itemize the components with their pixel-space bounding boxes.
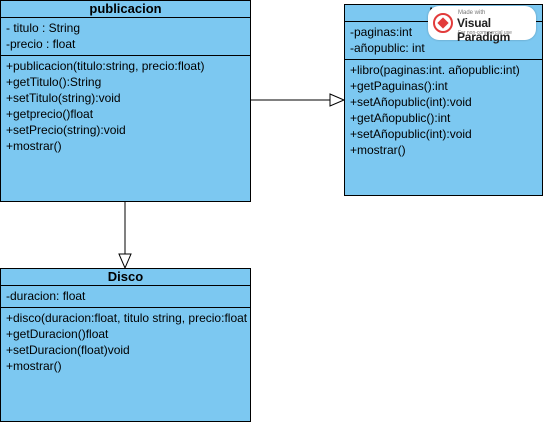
watermark-made-with: Made with	[458, 10, 486, 16]
method-row: +mostrar()	[6, 359, 62, 373]
method-row: +libro(paginas:int. añopublic:int)	[350, 63, 520, 77]
inheritance-arrowhead-disco	[118, 253, 132, 270]
watermark-brand: Visual Paradigm	[457, 16, 511, 44]
method-row: +mostrar()	[6, 139, 62, 153]
methods-section: +libro(paginas:int. añopublic:int) +getP…	[345, 60, 542, 161]
attributes-section: - titulo : String -precio : float	[1, 18, 250, 56]
attribute-row: -precio : float	[6, 37, 76, 51]
attribute-row: -añopublic: int	[350, 41, 425, 55]
method-row: +setAñopublic(int):void	[350, 127, 472, 141]
method-row: +disco(duracion:float, titulo string, pr…	[6, 311, 248, 325]
method-row: +setPrecio(string):void	[6, 123, 126, 137]
watermark-note: For non-commercial use	[458, 30, 512, 36]
methods-section: +publicacion(titulo:string, precio:float…	[1, 56, 250, 157]
attributes-section: -paginas:int -añopublic: int	[345, 22, 542, 60]
method-row: +getTitulo():String	[6, 75, 102, 89]
method-row: +getPaguinas():int	[350, 79, 448, 93]
method-row: +setDuracion(float)void	[6, 343, 130, 357]
attribute-row: -duracion: float	[6, 289, 86, 303]
class-box-disco[interactable]: Disco -duracion: float +disco(duracion:f…	[0, 268, 251, 422]
methods-section: +disco(duracion:float, titulo string, pr…	[1, 308, 250, 377]
visual-paradigm-watermark: Made with Visual Paradigm For non-commer…	[428, 6, 536, 44]
attribute-row: - titulo : String	[6, 21, 81, 35]
method-row: +publicacion(titulo:string, precio:float…	[6, 59, 205, 73]
method-row: +mostrar()	[350, 143, 406, 157]
visual-paradigm-logo-icon	[433, 13, 453, 33]
method-row: +getAñopublic():int	[350, 111, 451, 125]
method-row: +setTitulo(string):void	[6, 91, 121, 105]
method-row: +getDuracion()float	[6, 327, 109, 341]
attribute-row: -paginas:int	[350, 25, 413, 39]
class-name: publicacion	[1, 1, 250, 18]
method-row: +setAñopublic(int):void	[350, 95, 472, 109]
inheritance-arrowhead-libro	[329, 93, 346, 107]
attributes-section: -duracion: float	[1, 286, 250, 308]
class-name: Disco	[1, 269, 250, 286]
class-box-publicacion[interactable]: publicacion - titulo : String -precio : …	[0, 0, 251, 202]
method-row: +getprecio()float	[6, 107, 94, 121]
